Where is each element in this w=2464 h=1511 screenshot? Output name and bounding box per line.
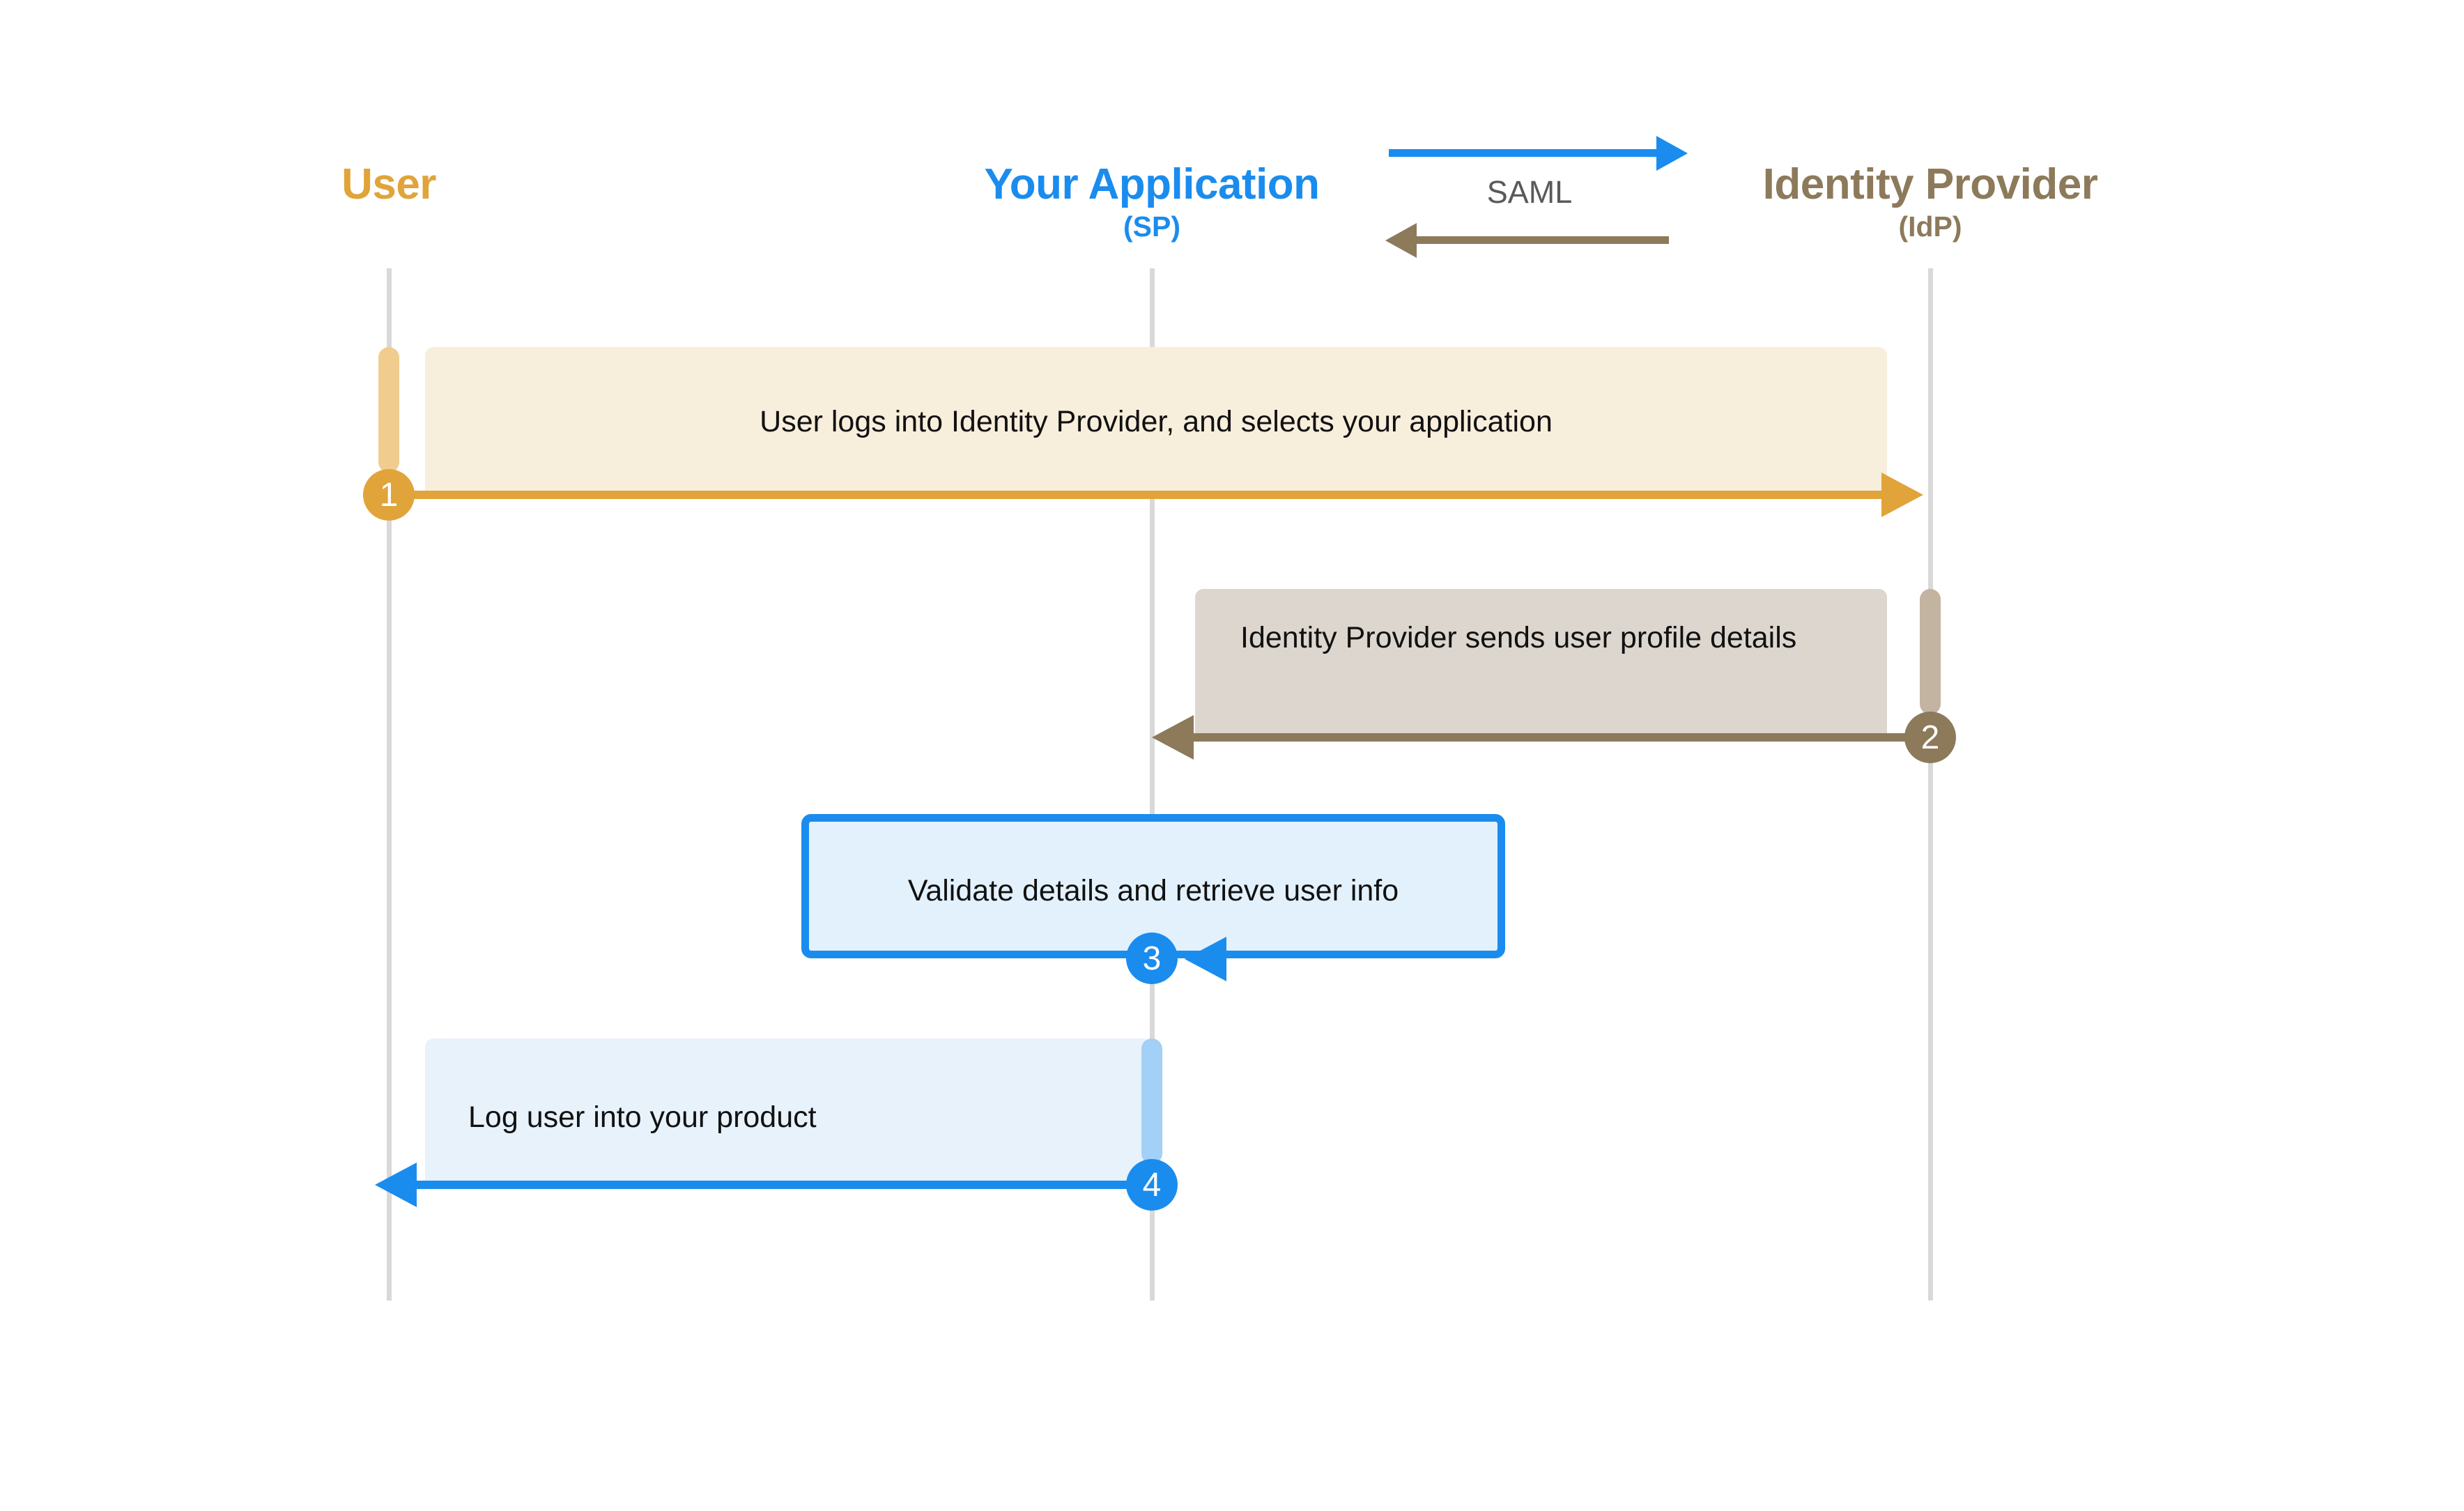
- step-1-arrowhead: [1881, 473, 1923, 517]
- step-4-band: [425, 1038, 1152, 1185]
- lifeline-identity-provider: [1928, 268, 1933, 1301]
- step-2-label: Identity Provider sends user profile det…: [1240, 621, 1797, 654]
- actor-header-user: User: [341, 162, 436, 208]
- activation-bar-user-step-1: [378, 347, 399, 473]
- step-4-label: Log user into your product: [468, 1100, 817, 1134]
- step-2-band: [1195, 589, 1887, 737]
- saml-response-arrowhead: [1385, 223, 1417, 258]
- actor-sublabel-sp: (SP): [1123, 210, 1180, 243]
- step-1-band: [425, 347, 1887, 495]
- activation-bar-sp-step-4: [1141, 1038, 1162, 1164]
- step-4-message-line: [403, 1181, 1152, 1189]
- step-4-arrowhead: [375, 1163, 417, 1207]
- lifeline-your-application: [1150, 268, 1155, 1301]
- step-1-label: User logs into Identity Provider, and se…: [760, 405, 1553, 438]
- saml-response-line: [1415, 236, 1669, 244]
- step-3-label: Validate details and retrieve user info: [907, 874, 1399, 907]
- actor-header-your-application: Your Application (SP): [984, 160, 1320, 243]
- actor-name-identity-provider: Identity Provider: [1762, 160, 2098, 208]
- step-marker-3: 3: [1126, 933, 1178, 984]
- saml-protocol-label: SAML: [1486, 174, 1573, 210]
- step-2-message-line: [1179, 733, 1930, 742]
- step-2-arrowhead: [1152, 715, 1194, 760]
- actor-name-user: User: [341, 160, 436, 208]
- step-marker-1: 1: [363, 469, 415, 521]
- actor-header-identity-provider: Identity Provider (IdP): [1763, 162, 2098, 242]
- actor-name-your-application: Your Application: [984, 160, 1320, 208]
- activation-bar-idp-step-2: [1920, 589, 1941, 714]
- step-marker-4: 4: [1126, 1159, 1178, 1211]
- saml-request-arrowhead: [1656, 136, 1688, 171]
- step-1-message-line: [389, 491, 1894, 499]
- actor-sublabel-idp: (IdP): [1898, 210, 1962, 243]
- step-marker-2: 2: [1904, 712, 1956, 763]
- lifeline-user: [387, 268, 392, 1301]
- saml-request-line: [1389, 149, 1668, 157]
- step-3-arrowhead: [1185, 937, 1226, 981]
